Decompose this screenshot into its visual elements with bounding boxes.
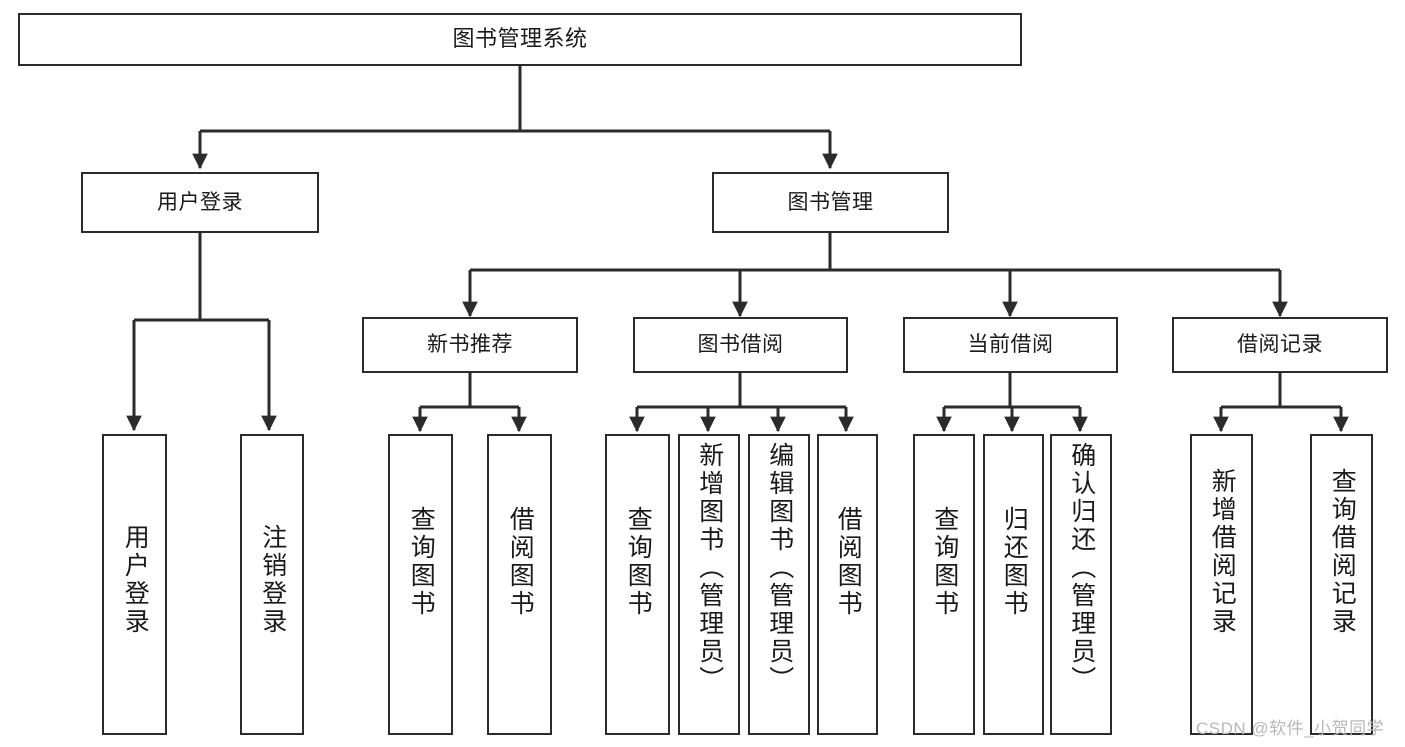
node-leaf-query-book-2[interactable]: 查询图书 <box>605 434 670 735</box>
node-label: 图书管理系统 <box>452 26 588 52</box>
node-label: 借阅记录 <box>1237 333 1323 357</box>
node-label: 新书推荐 <box>427 333 513 357</box>
node-leaf-edit-book[interactable]: 编辑图书（管理员） <box>748 434 810 735</box>
node-leaf-confirm-return[interactable]: 确认归还（管理员） <box>1050 434 1112 735</box>
node-new-book-recommend[interactable]: 新书推荐 <box>362 317 578 373</box>
node-label: 归还图书 <box>1000 506 1029 618</box>
node-label: 用户登录 <box>121 524 150 636</box>
node-label: 图书管理 <box>787 190 874 214</box>
node-leaf-add-record[interactable]: 新增借阅记录 <box>1190 434 1253 735</box>
node-leaf-query-book-1[interactable]: 查询图书 <box>388 434 453 735</box>
node-label: 注销登录 <box>258 524 287 636</box>
node-book-manage[interactable]: 图书管理 <box>712 172 949 233</box>
node-borrow-record[interactable]: 借阅记录 <box>1172 317 1388 373</box>
node-book-borrow[interactable]: 图书借阅 <box>633 317 848 373</box>
node-label: 用户登录 <box>157 190 243 214</box>
node-label: 确认归还（管理员） <box>1067 442 1096 694</box>
node-leaf-borrow-book-2[interactable]: 借阅图书 <box>817 434 878 735</box>
node-label: 新增图书（管理员） <box>695 442 724 694</box>
node-label: 新增借阅记录 <box>1208 468 1237 636</box>
node-leaf-query-book-3[interactable]: 查询图书 <box>913 434 975 735</box>
node-label: 借阅图书 <box>506 506 535 618</box>
node-leaf-borrow-book-1[interactable]: 借阅图书 <box>487 434 552 735</box>
node-label: 图书借阅 <box>697 333 784 357</box>
node-label: 查询图书 <box>930 506 959 618</box>
node-leaf-return-book[interactable]: 归还图书 <box>983 434 1044 735</box>
node-leaf-user-login[interactable]: 用户登录 <box>102 434 167 735</box>
node-label: 查询图书 <box>407 506 436 618</box>
node-label: 查询图书 <box>624 506 653 618</box>
node-leaf-logout-login[interactable]: 注销登录 <box>240 434 304 735</box>
node-leaf-add-book[interactable]: 新增图书（管理员） <box>678 434 740 735</box>
node-label: 编辑图书（管理员） <box>765 442 794 694</box>
node-leaf-query-record[interactable]: 查询借阅记录 <box>1310 434 1373 735</box>
node-root-system[interactable]: 图书管理系统 <box>18 13 1022 66</box>
node-label: 查询借阅记录 <box>1328 468 1357 636</box>
node-label: 借阅图书 <box>834 506 863 618</box>
node-current-borrow[interactable]: 当前借阅 <box>903 317 1118 373</box>
node-user-login[interactable]: 用户登录 <box>81 172 319 233</box>
node-label: 当前借阅 <box>967 333 1054 357</box>
